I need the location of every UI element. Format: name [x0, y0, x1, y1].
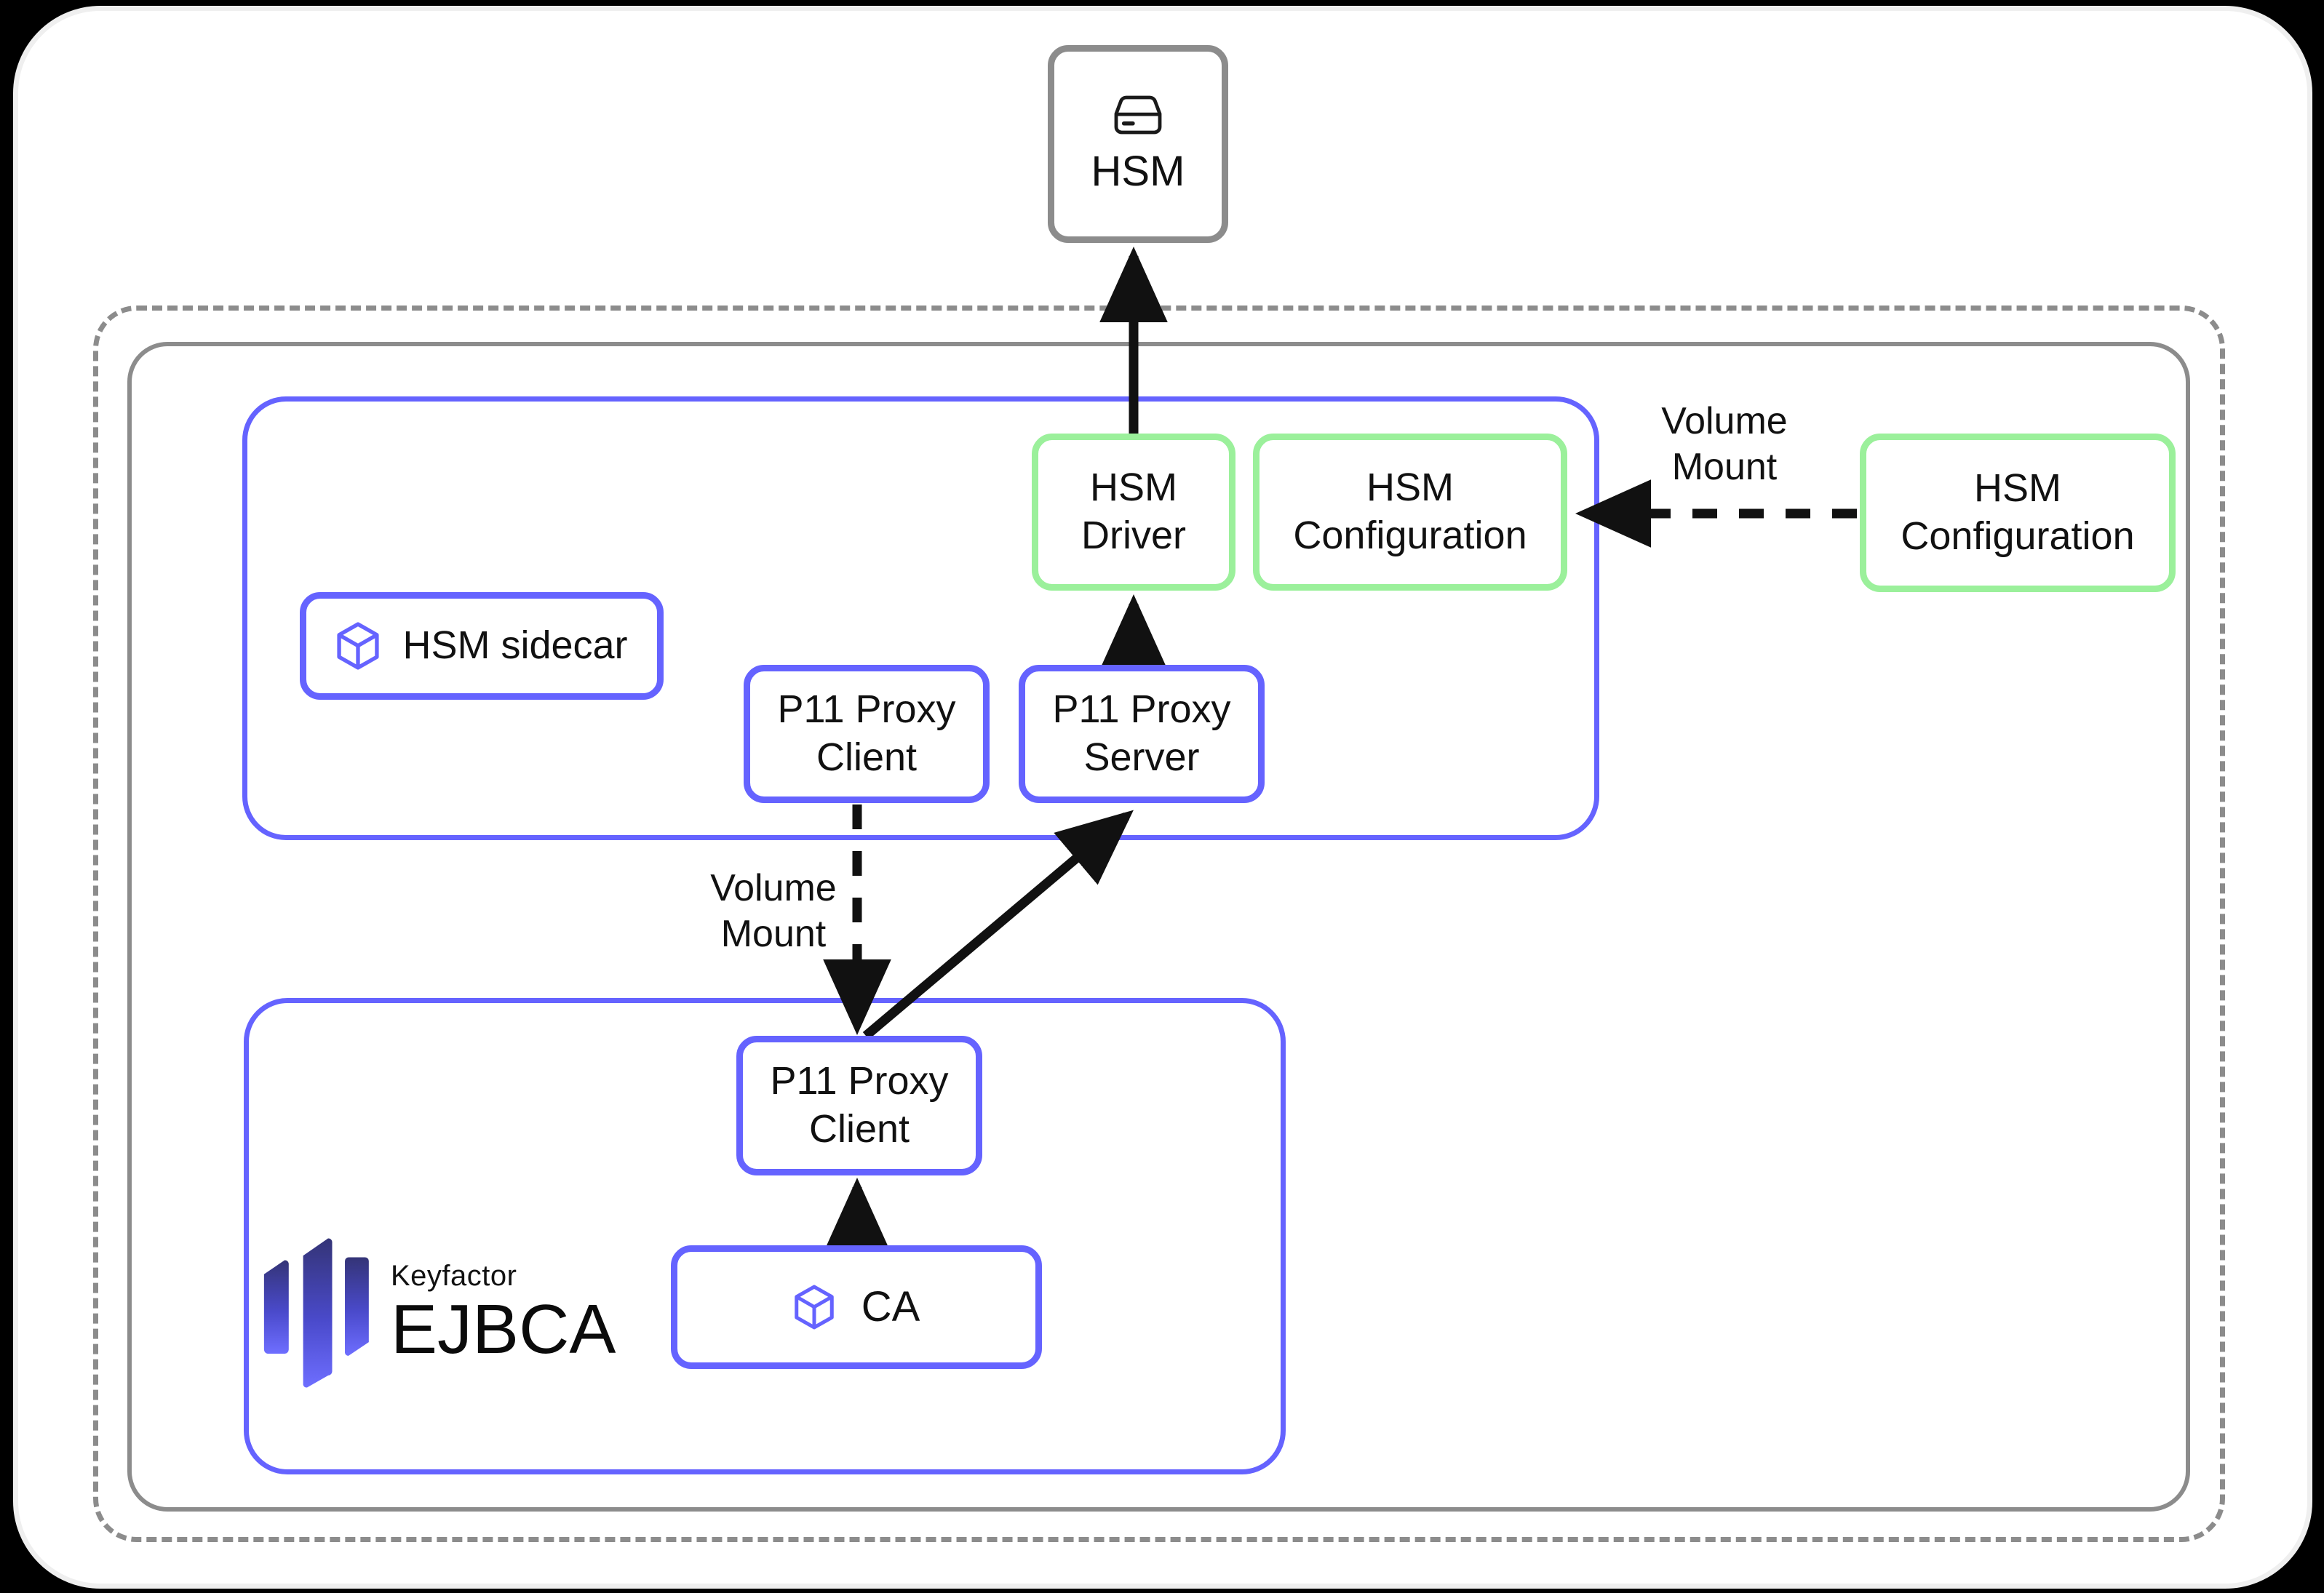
node-hsm-configuration-source-label-line1: HSM: [1974, 466, 2061, 511]
node-hsm-configuration-source[interactable]: HSM Configuration: [1860, 434, 2176, 592]
node-p11-proxy-server-label-line2: Server: [1083, 735, 1200, 779]
ejbca-wordmark: Keyfactor EJBCA: [391, 1261, 616, 1365]
edge-label-volume-mount-right-line2: Mount: [1671, 446, 1778, 489]
keyfactor-ejbca-logo: Keyfactor EJBCA: [258, 1229, 622, 1397]
hsm-hardware-icon: [1110, 91, 1166, 139]
node-hsm-sidecar[interactable]: HSM sidecar: [300, 592, 664, 700]
cube-icon: [335, 621, 381, 671]
ejbca-product-text: EJBCA: [391, 1290, 616, 1368]
node-p11-proxy-server[interactable]: P11 Proxy Server: [1019, 665, 1265, 803]
edge-p11-client-bottom-to-p11-server: [862, 810, 1134, 1039]
edge-label-volume-mount-right-line1: Volume: [1661, 400, 1788, 442]
node-p11-proxy-server-label-line1: P11 Proxy: [1052, 687, 1231, 732]
node-p11-proxy-client-sidecar-label-line1: P11 Proxy: [777, 687, 956, 732]
node-ca[interactable]: CA: [671, 1245, 1042, 1369]
node-hsm-driver-label-line2: Driver: [1081, 514, 1186, 557]
node-hsm-sidecar-label: HSM sidecar: [402, 623, 628, 668]
keyfactor-bars-logo-icon: [258, 1235, 375, 1392]
node-hsm-label: HSM: [1091, 147, 1185, 195]
node-hsm-configuration-inner-label-line1: HSM: [1366, 466, 1454, 510]
node-ca-label: CA: [861, 1282, 920, 1330]
node-p11-proxy-client-sidecar[interactable]: P11 Proxy Client: [744, 665, 990, 803]
ejbca-pod-boundary: [244, 998, 1286, 1474]
edge-label-volume-mount-middle: Volume Mount: [668, 866, 879, 958]
node-hsm-configuration-inner[interactable]: HSM Configuration: [1253, 434, 1567, 591]
node-hsm-configuration-inner-label-line2: Configuration: [1293, 514, 1527, 557]
node-p11-proxy-client-ejbca-label-line2: Client: [808, 1107, 910, 1151]
node-hsm[interactable]: HSM: [1048, 45, 1228, 243]
solid-namespace-boundary: [127, 342, 2190, 1512]
node-hsm-driver[interactable]: HSM Driver: [1032, 434, 1235, 591]
keyfactor-brand-text: Keyfactor: [391, 1260, 517, 1292]
edge-label-volume-mount-middle-line1: Volume: [710, 867, 837, 909]
node-hsm-driver-label-line1: HSM: [1090, 466, 1177, 510]
node-p11-proxy-client-sidecar-label-line2: Client: [816, 735, 918, 779]
hsm-sidecar-pod-boundary: [242, 396, 1599, 840]
edge-label-volume-mount-middle-line2: Mount: [720, 913, 827, 956]
node-p11-proxy-client-ejbca-label-line1: P11 Proxy: [770, 1059, 949, 1103]
node-p11-proxy-client-ejbca[interactable]: P11 Proxy Client: [736, 1036, 982, 1175]
cube-icon: [793, 1284, 835, 1330]
node-hsm-configuration-source-label-line2: Configuration: [1901, 514, 2135, 558]
edge-label-volume-mount-right: Volume Mount: [1615, 399, 1834, 491]
